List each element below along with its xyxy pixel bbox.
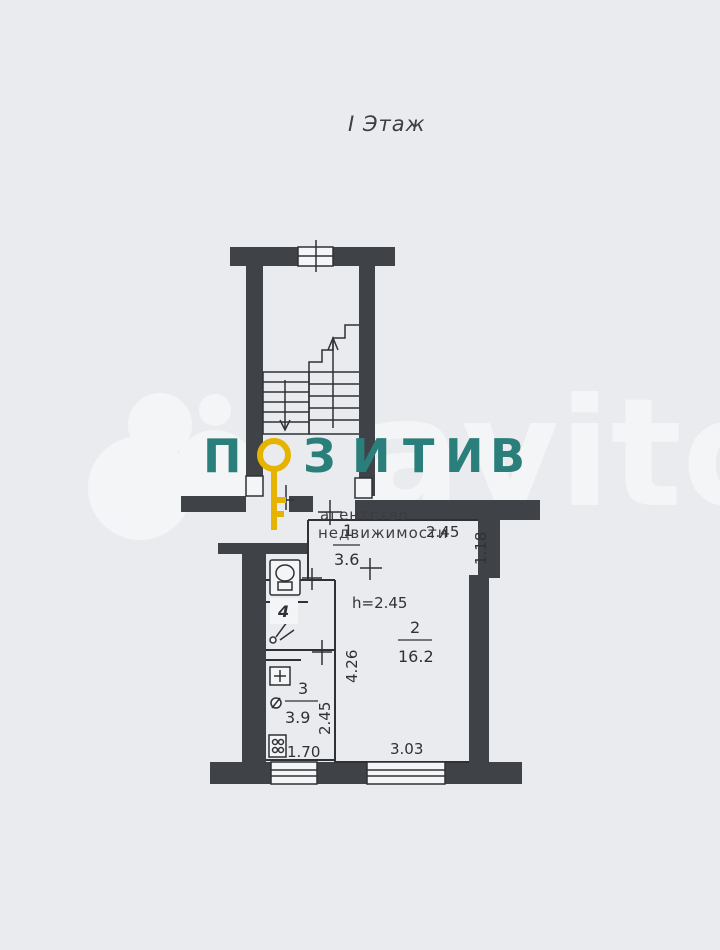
wall-segment (181, 496, 246, 512)
floor-title: I Этаж (348, 112, 426, 136)
wall-segment (478, 520, 500, 578)
window-kitchen (270, 761, 318, 785)
agency-watermark: П З И Т И В агентство недвижимости (203, 429, 543, 542)
door-frame (245, 475, 264, 497)
wall-segment (359, 266, 375, 496)
brand-letter-1: П (203, 429, 260, 483)
wall-segment (210, 762, 271, 784)
wall-segment (355, 500, 540, 520)
room-3-area: 3.9 (285, 708, 310, 727)
wall-segment (317, 762, 367, 784)
dimension-room3-bottom: 1.70 (287, 743, 320, 761)
windows (270, 240, 446, 785)
brand-letter-7: В (490, 429, 543, 483)
room-2-area: 16.2 (398, 647, 434, 666)
wall-segment (230, 247, 298, 266)
brand-tagline-1: агентство (320, 506, 409, 524)
brand-tagline-2: недвижимости (318, 524, 448, 542)
room-labels: 1 3.6 2 16.2 3 3.9 4 h=2.45 (270, 521, 434, 727)
brand-letter-3: З (303, 429, 354, 483)
room-1-area: 3.6 (334, 550, 359, 569)
sink-icon (269, 666, 291, 686)
dimension-room3-height: 2.45 (316, 702, 334, 735)
toilet-icon (269, 559, 301, 596)
door-marks (245, 475, 382, 665)
window-room2 (366, 761, 446, 785)
room-3-number: 3 (298, 679, 308, 698)
dimension-labels: 2.45 1.18 4.26 3.03 2.45 1.70 (287, 523, 490, 761)
wall-segment (246, 266, 263, 496)
wall-segment (218, 543, 308, 554)
wall-segment (333, 247, 395, 266)
dimension-room2-right: 1.18 (472, 532, 490, 565)
brand-letter-6: И (445, 429, 502, 483)
staircase (262, 324, 359, 435)
brand-letter-5: Т (403, 429, 452, 483)
wall-segment (469, 575, 489, 765)
dimension-room2-bottom: 3.03 (390, 740, 423, 758)
gas-meter-icon (270, 697, 282, 709)
walls (181, 247, 540, 784)
dimension-room2-left: 4.26 (343, 650, 361, 683)
wall-segment (242, 554, 266, 762)
stove-icon (268, 734, 287, 758)
wall-segment (445, 762, 522, 784)
room-1-number: 1 (343, 521, 353, 540)
room-2-number: 2 (410, 618, 420, 637)
ceiling-height: h=2.45 (352, 594, 407, 612)
room-4-number: 4 (277, 602, 289, 621)
dimension-room2-top: 2.45 (426, 523, 459, 541)
key-icon (257, 438, 291, 530)
fixtures (268, 559, 301, 758)
wall-segment (289, 496, 313, 512)
brand-letter-4: И (352, 429, 409, 483)
door-frame (354, 477, 373, 499)
